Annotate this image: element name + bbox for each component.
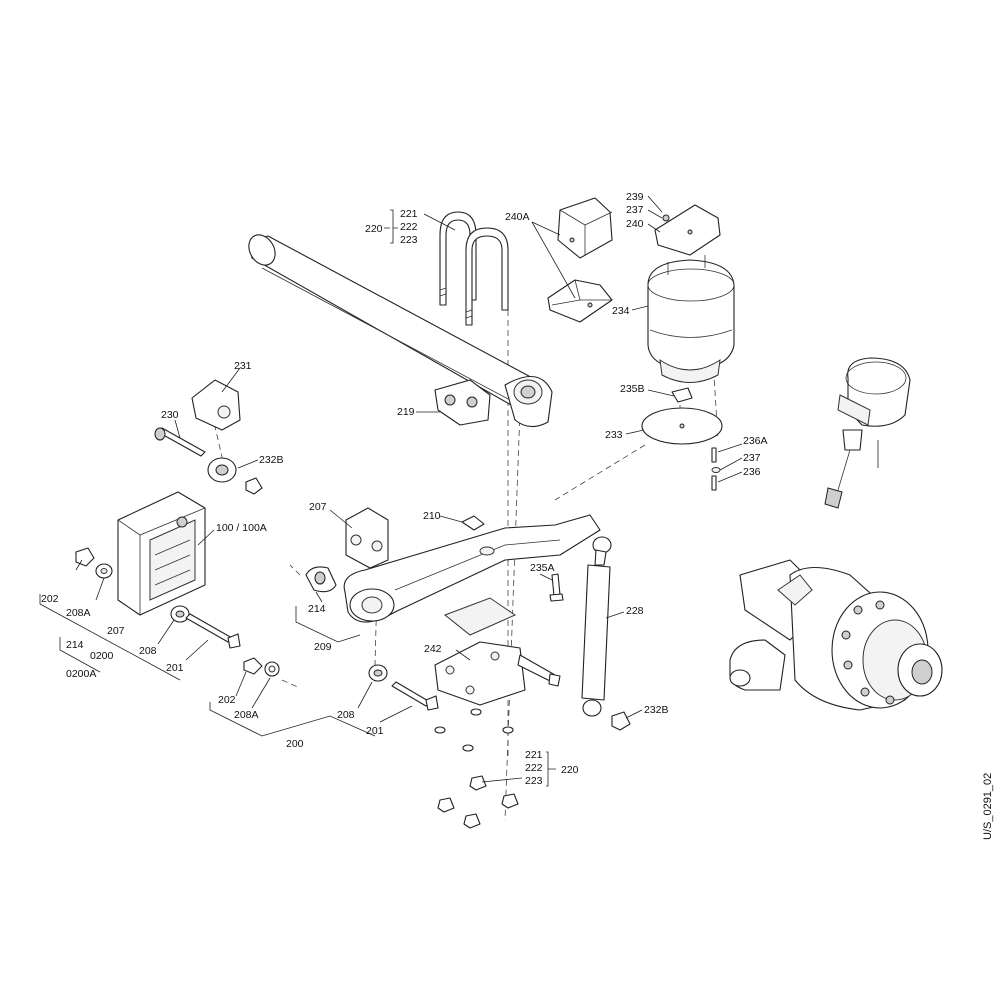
label-221: 221 xyxy=(400,208,418,220)
label-236A: 236A xyxy=(743,435,768,447)
label-232B-lower: 232B xyxy=(644,704,669,716)
label-208-left: 208 xyxy=(139,645,157,657)
label-219: 219 xyxy=(397,406,415,418)
shock-absorber-228 xyxy=(581,536,631,731)
trailing-arm-209 xyxy=(343,514,601,636)
label-214-left: 214 xyxy=(66,639,84,651)
label-202-middle: 202 xyxy=(218,694,236,706)
label-236: 236 xyxy=(743,466,761,478)
label-232B: 232B xyxy=(259,454,284,466)
label-235A: 235A xyxy=(530,562,555,574)
label-220: 220 xyxy=(365,223,383,235)
label-209: 209 xyxy=(314,641,332,653)
callout-labels: 220 221 222 223 240A 239 237 240 234 231… xyxy=(41,191,768,787)
ubolt-washers-nuts xyxy=(434,708,519,829)
label-231: 231 xyxy=(234,360,252,372)
label-0200: 0200 xyxy=(90,650,114,662)
air-spring-234 xyxy=(647,204,735,383)
label-223: 223 xyxy=(400,234,418,246)
bracket-240A xyxy=(547,197,613,323)
label-100-100A: 100 / 100A xyxy=(216,522,267,534)
label-237: 237 xyxy=(626,204,644,216)
label-235B: 235B xyxy=(620,383,645,395)
bracket-207 xyxy=(305,507,389,593)
left-fastener-stack xyxy=(75,547,241,649)
axle-beam xyxy=(248,234,541,411)
brake-chamber xyxy=(824,357,911,509)
label-214: 214 xyxy=(308,603,326,615)
label-200: 200 xyxy=(286,738,304,750)
label-222: 222 xyxy=(400,221,418,233)
label-208-middle: 208 xyxy=(337,709,355,721)
label-239: 239 xyxy=(626,191,644,203)
label-220-lower: 220 xyxy=(561,764,579,776)
label-207: 207 xyxy=(309,501,327,513)
label-223-lower: 223 xyxy=(525,775,543,787)
leader-lines xyxy=(39,195,743,787)
label-228: 228 xyxy=(626,605,644,617)
bolt-235A xyxy=(549,573,564,602)
plate-242 xyxy=(434,641,561,706)
label-201-left: 201 xyxy=(166,662,184,674)
label-208A-middle: 208A xyxy=(234,709,259,721)
label-208A-left: 208A xyxy=(66,607,91,619)
label-230: 230 xyxy=(161,409,179,421)
label-202-left: 202 xyxy=(41,593,59,605)
frame-bracket-100 xyxy=(117,491,206,616)
wheel-hub-assembly xyxy=(729,559,943,711)
label-234: 234 xyxy=(612,305,630,317)
hanger-bracket-231 xyxy=(154,379,263,495)
drawing-code: U/S_0291_02 xyxy=(982,773,994,840)
label-201-middle: 201 xyxy=(366,725,384,737)
label-240A: 240A xyxy=(505,211,530,223)
label-0200A: 0200A xyxy=(66,668,96,680)
label-242: 242 xyxy=(424,643,442,655)
piston-plate-233 xyxy=(641,387,723,491)
label-210: 210 xyxy=(423,510,441,522)
spring-seat-219 xyxy=(434,376,553,428)
middle-fastener-stack xyxy=(243,657,439,711)
u-bolt-221 xyxy=(439,211,509,326)
label-233: 233 xyxy=(605,429,623,441)
label-221-lower: 221 xyxy=(525,749,543,761)
label-222-lower: 222 xyxy=(525,762,543,774)
label-240: 240 xyxy=(626,218,644,230)
label-207-left: 207 xyxy=(107,625,125,637)
label-237-lower: 237 xyxy=(743,452,761,464)
